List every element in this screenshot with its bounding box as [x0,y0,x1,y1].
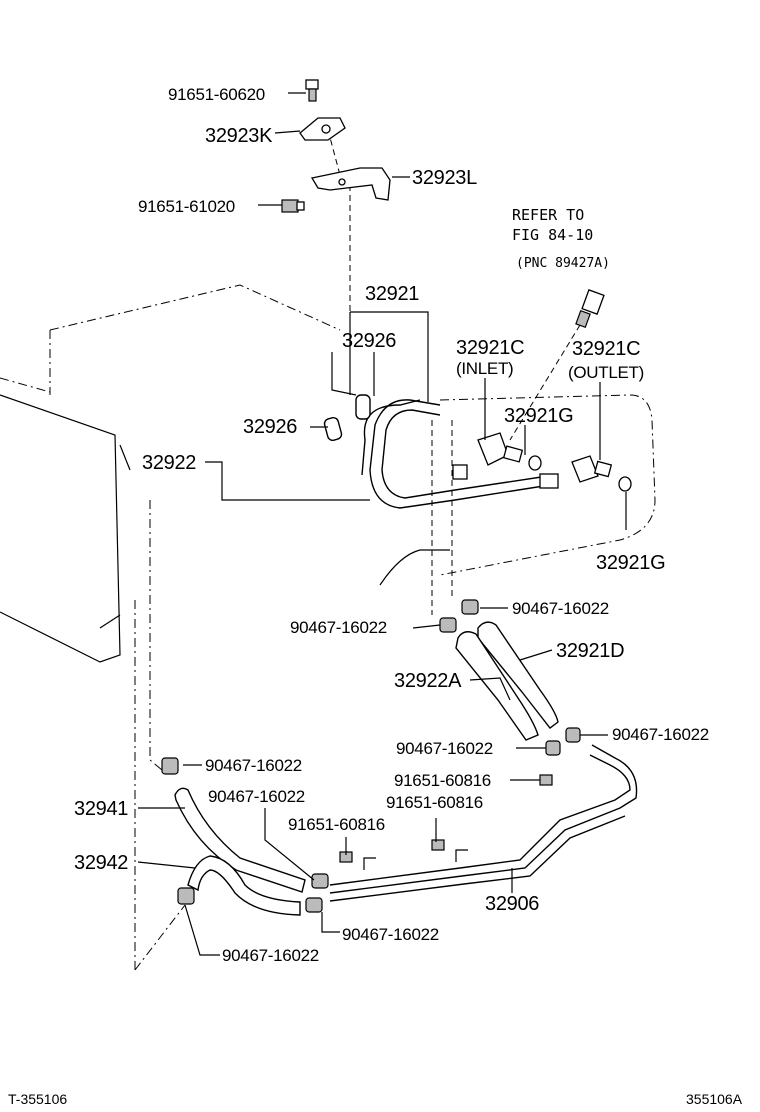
label-outlet: (OUTLET) [568,363,644,382]
label-32926-a[interactable]: 32926 [342,330,397,352]
pipe-32906 [329,744,638,902]
hose-32922A-part [455,631,539,741]
label-inlet: (INLET) [456,359,513,378]
labels: 91651-60620 32923K 32923L 91651-61020 RE… [8,85,743,1107]
label-refer-line1: REFER TO [512,206,584,224]
connector-outlet-part [571,455,613,483]
label-32941[interactable]: 32941 [74,798,129,820]
footer-left: T-355106 [8,1091,67,1107]
bracket-32923L-part [310,167,391,201]
label-32923K[interactable]: 32923K [205,125,273,147]
clamps-lower [161,757,329,913]
label-32923L[interactable]: 32923L [412,167,477,189]
label-32921C-inlet[interactable]: 32921C [456,337,525,359]
hose-32941-part [174,787,306,893]
pipe-32921-32922 [361,399,559,509]
label-90467-e[interactable]: 90467-16022 [205,756,302,775]
label-90467-f[interactable]: 90467-16022 [208,787,305,806]
oring-parts [528,455,632,492]
connector-inlet-part [477,432,524,466]
label-refer-line2[interactable]: FIG 84-10 [512,226,593,244]
footer-right: 355106A [686,1091,743,1107]
hose-32921D-part [477,621,559,729]
label-32922A[interactable]: 32922A [394,670,462,692]
label-91651-60620[interactable]: 91651-60620 [168,85,265,104]
label-91651-61020[interactable]: 91651-61020 [138,197,235,216]
label-32921G-b[interactable]: 32921G [596,552,666,574]
hose-32942-part [187,855,301,916]
clamp-32923K-part [299,117,346,141]
label-32926-b[interactable]: 32926 [243,416,298,438]
label-90467-d[interactable]: 90467-16022 [612,725,709,744]
label-90467-c[interactable]: 90467-16022 [396,739,493,758]
label-32921G-a[interactable]: 32921G [504,405,574,427]
label-32922[interactable]: 32922 [142,452,197,474]
label-91651-60816-a[interactable]: 91651-60816 [394,771,491,790]
bolt-91651-60620-part [305,79,319,102]
label-90467-g[interactable]: 90467-16022 [342,925,439,944]
label-32906[interactable]: 32906 [485,893,540,915]
label-32942[interactable]: 32942 [74,852,129,874]
connector-89427A-part [575,289,605,329]
leader-lines [137,92,627,956]
label-refer-pnc[interactable]: (PNC 89427A) [516,256,610,271]
label-32921[interactable]: 32921 [365,283,420,305]
clamps-mid [439,599,581,756]
label-90467-b[interactable]: 90467-16022 [290,618,387,637]
label-32921D[interactable]: 32921D [556,640,625,662]
bolt-91651-61020-part [281,199,305,213]
label-32921C-outlet[interactable]: 32921C [572,338,641,360]
label-90467-a[interactable]: 90467-16022 [512,599,609,618]
label-91651-60816-c[interactable]: 91651-60816 [288,815,385,834]
label-90467-h[interactable]: 90467-16022 [222,946,319,965]
hose-32926-parts [323,394,371,442]
label-91651-60816-b[interactable]: 91651-60816 [386,793,483,812]
